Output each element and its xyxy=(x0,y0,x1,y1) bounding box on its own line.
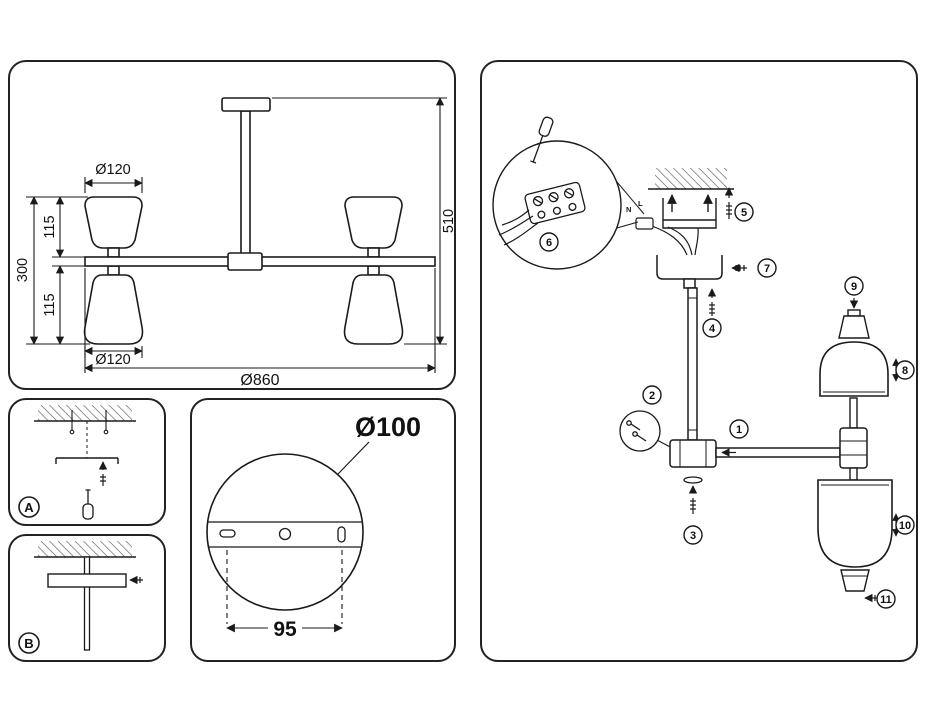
svg-text:8: 8 xyxy=(902,365,908,377)
supply-wires xyxy=(635,217,699,256)
anchor-screws-icon xyxy=(69,410,109,435)
slot-left xyxy=(219,529,236,538)
grub-screw-callout xyxy=(619,410,673,452)
stem-rod xyxy=(687,287,698,441)
screw-icon xyxy=(129,575,143,585)
wire-label-l: L xyxy=(638,199,643,208)
hole-spacing-dimension xyxy=(226,550,343,633)
svg-text:9: 9 xyxy=(851,281,857,293)
leader-line xyxy=(337,441,370,475)
dim-overall-width: Ø860 xyxy=(240,372,279,388)
grub-screws-icon xyxy=(626,420,647,442)
center-hub xyxy=(669,439,717,468)
svg-text:3: 3 xyxy=(690,530,696,542)
upper-rod xyxy=(849,397,858,429)
socket-bottom xyxy=(840,569,870,592)
part-badge-9: 9 xyxy=(844,276,864,296)
assembly-diagram-panel: N L xyxy=(480,60,918,662)
mounting-plate-panel: Ø100 95 xyxy=(190,398,456,662)
center-hole xyxy=(278,527,292,541)
glass-shade-upper xyxy=(819,341,889,397)
dim-bottom-shade-diameter: Ø120 xyxy=(95,352,130,368)
dim-lower-shade-height: 115 xyxy=(42,293,58,316)
ceiling-cap xyxy=(221,97,271,112)
step-badge-a: A xyxy=(18,496,40,518)
glass-shade-lower xyxy=(817,479,893,568)
center-hub xyxy=(227,252,263,271)
screw-icon-part3 xyxy=(688,485,698,514)
mount-step-b-panel: B xyxy=(8,534,166,662)
part-badge-1: 1 xyxy=(729,419,749,439)
part-badge-10: 10 xyxy=(895,515,915,535)
screwdriver-icon xyxy=(530,116,554,164)
screw-icon-part7 xyxy=(731,263,747,273)
part-badge-8: 8 xyxy=(895,360,915,380)
screwdriver-icon xyxy=(82,489,94,520)
mounting-bar xyxy=(55,457,119,464)
svg-text:2: 2 xyxy=(649,390,655,402)
mounting-bracket xyxy=(662,194,717,229)
part-badge-5: 5 xyxy=(734,202,754,222)
wiring-detail-callout xyxy=(492,116,645,270)
chandelier-dimension-drawing: Ø120 115 115 300 Ø120 Ø860 510 xyxy=(15,97,454,388)
dim-shade-block-height: 300 xyxy=(15,258,31,282)
plate-circle xyxy=(206,453,364,611)
screw-icon-part11 xyxy=(864,593,878,603)
screw-icon xyxy=(98,461,108,486)
ceiling-hatch xyxy=(34,541,136,558)
ceiling-hatch xyxy=(34,405,136,422)
lower-rod xyxy=(849,467,858,481)
wire-ends xyxy=(498,209,539,246)
part-badge-11: 11 xyxy=(876,589,896,609)
svg-text:1: 1 xyxy=(736,424,742,436)
chandelier-drawing xyxy=(83,97,436,345)
right-hub xyxy=(839,427,868,469)
svg-text:11: 11 xyxy=(880,594,892,606)
step-badge-b: B xyxy=(18,632,40,654)
socket-top xyxy=(838,309,870,339)
down-rod xyxy=(83,556,91,651)
dim-top-shade-diameter: Ø120 xyxy=(95,162,130,178)
washer-icon xyxy=(683,476,703,484)
svg-text:A: A xyxy=(24,500,34,515)
dim-overall-height: 510 xyxy=(441,209,454,233)
wire-label-n: N xyxy=(626,205,631,214)
stem-rod xyxy=(240,110,251,260)
left-shade-pair xyxy=(83,196,144,345)
right-shade-pair xyxy=(343,196,404,345)
plate-band xyxy=(208,521,362,548)
part-badge-4: 4 xyxy=(702,318,722,338)
dim-upper-shade-height: 115 xyxy=(42,215,58,238)
main-dimension-panel: Ø120 115 115 300 Ø120 Ø860 510 xyxy=(8,60,456,390)
wire-junction xyxy=(635,217,654,230)
screw-icon-part4 xyxy=(707,288,717,316)
part-badge-3: 3 xyxy=(683,525,703,545)
canopy xyxy=(656,255,723,289)
svg-text:5: 5 xyxy=(741,207,747,219)
hole-spacing-label: 95 xyxy=(273,618,297,641)
canopy-plate xyxy=(47,573,127,588)
svg-text:7: 7 xyxy=(764,263,770,275)
part-badge-2: 2 xyxy=(642,385,662,405)
svg-text:4: 4 xyxy=(709,323,716,335)
plate-diameter-label: Ø100 xyxy=(355,412,421,442)
mount-step-a-panel: A xyxy=(8,398,166,526)
part-badge-7: 7 xyxy=(757,258,777,278)
ceiling-hatch xyxy=(648,168,734,190)
svg-text:10: 10 xyxy=(899,520,911,532)
part-badge-6: 6 xyxy=(539,232,559,252)
svg-text:6: 6 xyxy=(546,237,552,249)
dimension-lines xyxy=(26,97,447,373)
screw-icon-part5 xyxy=(724,187,734,219)
terminal-block-icon xyxy=(524,181,586,225)
svg-text:B: B xyxy=(24,636,33,651)
slot-right xyxy=(337,526,346,543)
